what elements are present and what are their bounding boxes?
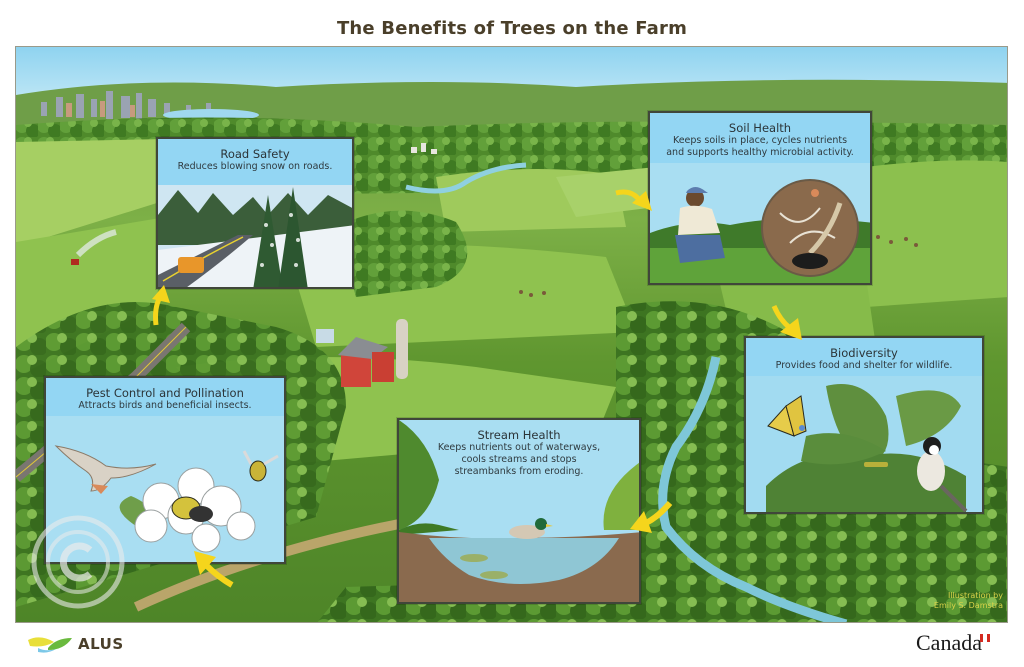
credit-line: Illustration by [947, 591, 1003, 600]
panel-description: Keeps soils in place, cycles nutrients [672, 135, 848, 146]
arrow-biodiversity-icon [771, 304, 802, 340]
alus-logo: ALUS [26, 634, 124, 654]
snowy-road-illustration [158, 185, 352, 287]
pollination-illustration [46, 416, 284, 562]
mallard-duck-icon [509, 518, 553, 539]
canada-flag-icon [980, 634, 990, 642]
panel-heading: Soil Health [728, 121, 792, 135]
biodiversity-illustration [746, 376, 982, 512]
panel-heading: Biodiversity [830, 346, 898, 360]
panel-heading: Pest Control and Pollination [86, 386, 244, 400]
arrow-road-safety-icon [152, 285, 170, 326]
copyright-watermark-icon [31, 515, 125, 609]
arrow-pest-control-icon [194, 551, 234, 588]
stream-cross-section-illustration [399, 420, 639, 602]
chickadee-icon [917, 437, 968, 512]
butterfly-icon [767, 395, 807, 437]
panel-description: streambanks from eroding. [454, 466, 584, 477]
farm-illustration: Road Safety Reduces blowing snow on road… [15, 46, 1008, 623]
apple-blossom-icon [119, 467, 256, 553]
panel-stream-health: Stream Health Keeps nutrients out of wat… [397, 418, 641, 604]
panel-description: Provides food and shelter for wildlife. [775, 360, 953, 371]
page-title: The Benefits of Trees on the Farm [336, 18, 688, 39]
soil-health-illustration [650, 163, 870, 283]
panel-pest-control: Pest Control and Pollination Attracts bi… [44, 376, 286, 564]
panel-road-safety: Road Safety Reduces blowing snow on road… [156, 137, 354, 289]
arrow-stream-health-icon [630, 501, 673, 533]
panel-description: cools streams and stops [461, 454, 577, 465]
alus-leaf-icon [28, 637, 72, 653]
hawk-icon [54, 445, 157, 494]
canada-wordmark: Canada [916, 630, 990, 656]
panel-heading: Stream Health [477, 428, 561, 442]
panel-description: Keeps nutrients out of waterways, [437, 442, 601, 453]
panel-biodiversity: Biodiversity Provides food and shelter f… [744, 336, 984, 514]
arrow-soil-health-icon [615, 189, 652, 211]
credit-line: Emily S. Damstra [933, 601, 1003, 610]
panel-description: and supports healthy microbial activity. [666, 147, 854, 158]
panel-soil-health: Soil Health Keeps soils in place, cycles… [648, 111, 872, 285]
bee-icon [242, 450, 279, 482]
illustration-credit: Illustration by Emily S. Damstra [919, 591, 1007, 611]
panel-heading: Road Safety [220, 147, 290, 161]
panel-description: Reduces blowing snow on roads. [177, 161, 333, 172]
panel-description: Attracts birds and beneficial insects. [78, 400, 252, 411]
canada-wordmark-text: Canada [916, 630, 982, 655]
alus-logo-text: ALUS [78, 635, 124, 653]
